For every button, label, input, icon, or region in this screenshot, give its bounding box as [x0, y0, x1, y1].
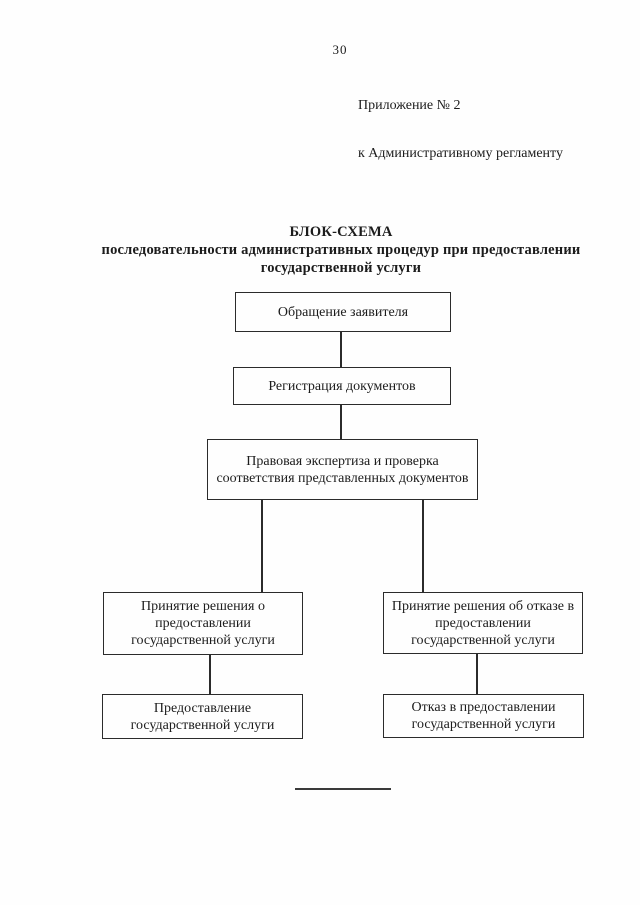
node-document-registration: Регистрация документов — [233, 367, 451, 405]
footer-divider-line — [295, 788, 391, 790]
connector-b3-b5 — [422, 500, 424, 592]
node-decision-grant: Принятие решения о предоставлении госуда… — [103, 592, 303, 655]
connector-b3-b4 — [261, 500, 263, 592]
node-legal-expertise: Правовая экспертиза и проверка соответст… — [207, 439, 478, 500]
node-applicant-request: Обращение заявителя — [235, 292, 451, 332]
appendix-label: Приложение № 2 — [358, 98, 461, 113]
connector-b4-b6 — [209, 655, 211, 694]
connector-b5-b7 — [476, 654, 478, 694]
title-line-3: государственной услуги — [260, 260, 422, 276]
appendix-reference: к Административному регламенту — [358, 146, 563, 161]
node-service-refusal: Отказ в предоставлении государственной у… — [383, 694, 584, 738]
connector-b1-b2 — [340, 332, 342, 367]
node-decision-refuse: Принятие решения об отказе в предоставле… — [383, 592, 583, 654]
page-number: 30 — [332, 42, 348, 57]
node-service-provision: Предоставление государственной услуги — [102, 694, 303, 739]
title-line-2: последовательности административных проц… — [101, 242, 581, 258]
title-line-1: БЛОК-СХЕМА — [289, 224, 393, 240]
connector-b2-b3 — [340, 405, 342, 439]
document-title: БЛОК-СХЕМА последовательности администра… — [40, 223, 640, 277]
